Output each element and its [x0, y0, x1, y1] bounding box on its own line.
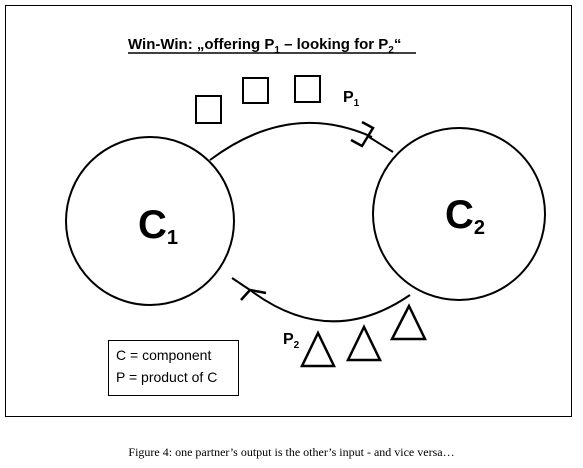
product-p1-square-icon — [195, 95, 222, 124]
legend-box: C = component P = product of C — [108, 340, 239, 396]
legend-line-product: P = product of C — [116, 369, 218, 385]
product-p2-triangle-icon — [389, 303, 427, 341]
legend-line-component: C = component — [116, 347, 212, 363]
product-p1-square-icon — [242, 77, 269, 104]
socket-c1-stem — [231, 277, 251, 291]
socket-c2-stem — [368, 136, 394, 153]
socket-c2-icon — [350, 120, 375, 148]
product-p1-square-icon — [294, 75, 321, 103]
component-c1-circle — [65, 136, 235, 306]
figure-caption: Figure 4: one partner’s output is the ot… — [128, 445, 455, 459]
product-p2-triangle-icon — [346, 324, 382, 362]
component-c1-label: C1 — [138, 203, 178, 249]
flow-arc-p2 — [249, 289, 411, 323]
product-p1-label: P1 — [343, 89, 360, 109]
component-c2-label: C2 — [445, 193, 485, 239]
flow-arc-p1 — [209, 121, 373, 161]
win-win-diagram: Win-Win: „offering P1 – looking for P2“ … — [65, 36, 546, 368]
component-c2-circle — [372, 127, 546, 301]
product-p2-triangle-icon — [300, 330, 336, 368]
figure-frame — [5, 5, 572, 417]
diagram-title: Win-Win: „offering P1 – looking for P2“ — [128, 36, 401, 56]
socket-c1-icon — [240, 288, 267, 301]
product-p2-label: P2 — [283, 331, 300, 351]
